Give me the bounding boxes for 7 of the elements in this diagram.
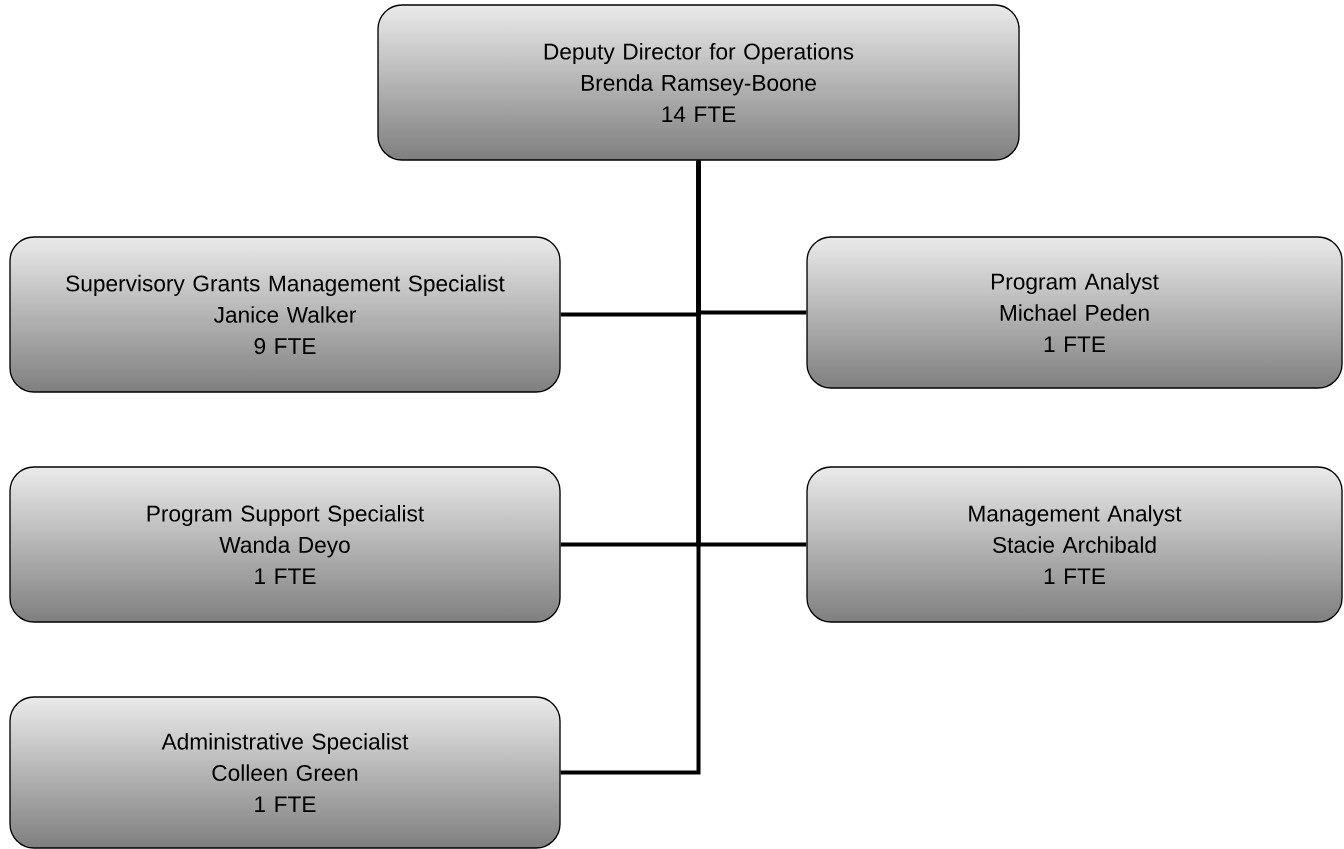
connector-line (560, 160, 701, 775)
org-box: Administrative Specialist Colleen Green 1 FTE (9, 696, 561, 849)
org-box: Program Support Specialist Wanda Deyo 1 FTE (9, 466, 561, 623)
org-box: Deputy Director for Operations Brenda Ramsey-Boone 14 FTE (377, 4, 1020, 161)
org-box: Program Analyst Michael Peden 1 FTE (806, 236, 1343, 389)
org-box: Management Analyst Stacie Archibald 1 FTE (806, 466, 1343, 623)
org-box: Supervisory Grants Management Specialist Janice Walker 9 FTE (9, 236, 561, 393)
